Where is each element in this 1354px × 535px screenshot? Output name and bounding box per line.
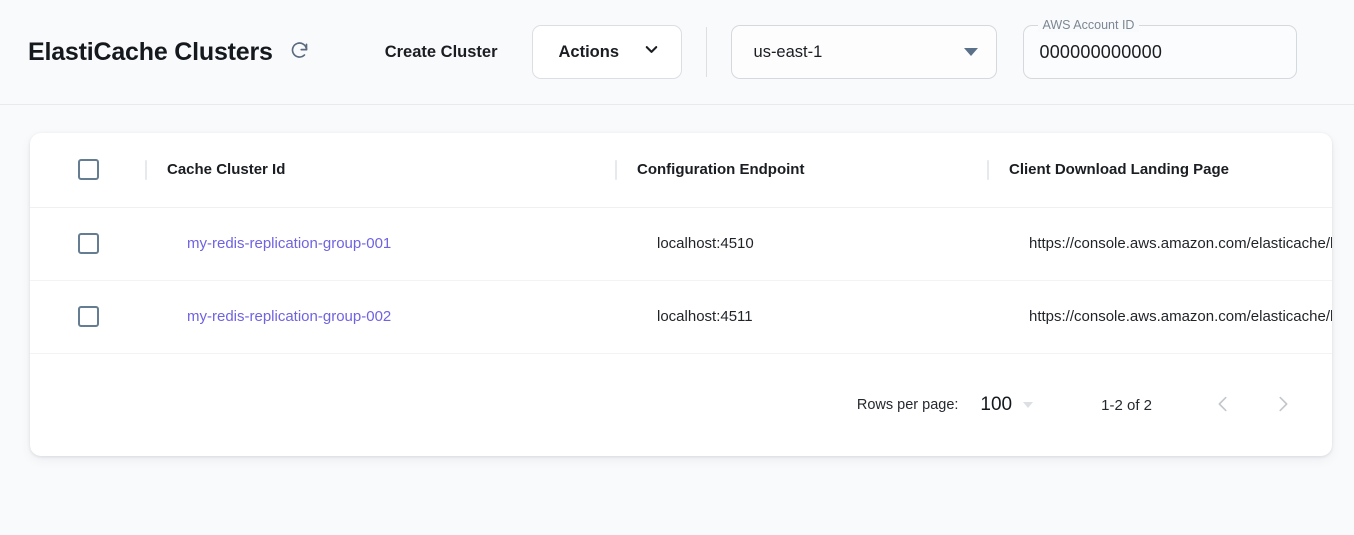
aws-account-id-label: AWS Account ID xyxy=(1037,18,1140,32)
clusters-card: Cache Cluster Id Configuration Endpoint … xyxy=(30,133,1332,456)
create-cluster-button[interactable]: Create Cluster xyxy=(384,42,498,61)
previous-page-button[interactable] xyxy=(1200,382,1246,428)
chevron-right-icon xyxy=(1272,393,1294,418)
table-row[interactable]: my-redis-replication-group-002 localhost… xyxy=(30,280,1332,354)
rows-per-page-caret-icon[interactable] xyxy=(1023,402,1034,408)
region-select-value: us-east-1 xyxy=(753,42,823,61)
rows-per-page-label: Rows per page: xyxy=(856,397,959,413)
header-cell-landing-page[interactable]: Client Download Landing Page xyxy=(987,133,1332,208)
header-cell-config-endpoint[interactable]: Configuration Endpoint xyxy=(615,133,987,208)
aws-account-id-value: 000000000000 xyxy=(1039,41,1163,62)
cell-config-endpoint: localhost:4510 xyxy=(615,207,987,281)
row-checkbox[interactable] xyxy=(78,306,99,327)
config-endpoint-value: localhost:4510 xyxy=(657,235,754,252)
chevron-left-icon xyxy=(1212,393,1234,418)
rows-per-page-value[interactable]: 100 xyxy=(980,394,1013,415)
header-cell-cluster-id[interactable]: Cache Cluster Id xyxy=(145,133,615,208)
cell-cluster-id: my-redis-replication-group-002 xyxy=(145,280,615,354)
region-select[interactable]: us-east-1 xyxy=(730,25,997,79)
column-separator xyxy=(145,159,147,180)
select-all-checkbox[interactable] xyxy=(78,159,99,181)
row-checkbox[interactable] xyxy=(78,233,99,254)
cell-landing-page: https://console.aws.amazon.com/elasticac… xyxy=(987,207,1332,281)
cell-cluster-id: my-redis-replication-group-001 xyxy=(145,207,615,281)
landing-page-value: https://console.aws.amazon.com/elasticac… xyxy=(1029,235,1332,252)
row-select-cell xyxy=(30,280,145,354)
page-title: ElastiCache Clusters xyxy=(28,37,273,66)
cell-landing-page: https://console.aws.amazon.com/elasticac… xyxy=(987,280,1332,354)
header-label-config-endpoint: Configuration Endpoint xyxy=(637,161,805,179)
cluster-id-link[interactable]: my-redis-replication-group-002 xyxy=(187,308,392,325)
aws-account-id-field[interactable]: AWS Account ID 000000000000 xyxy=(1022,18,1297,79)
table-scroll-container[interactable]: Cache Cluster Id Configuration Endpoint … xyxy=(30,133,1332,354)
table-header-row: Cache Cluster Id Configuration Endpoint … xyxy=(30,133,1332,208)
chevron-down-icon xyxy=(642,40,661,64)
cell-config-endpoint: localhost:4511 xyxy=(615,280,987,354)
header-label-cluster-id: Cache Cluster Id xyxy=(167,161,286,179)
header-label-landing-page: Client Download Landing Page xyxy=(1009,161,1230,179)
caret-down-icon xyxy=(963,48,978,56)
actions-button[interactable]: Actions xyxy=(531,25,682,79)
cluster-id-link[interactable]: my-redis-replication-group-001 xyxy=(187,235,392,252)
refresh-icon xyxy=(289,40,310,64)
toolbar: ElastiCache Clusters Create Cluster Acti… xyxy=(0,0,1354,105)
column-separator xyxy=(615,159,617,180)
clusters-table: Cache Cluster Id Configuration Endpoint … xyxy=(30,133,1332,354)
row-select-cell xyxy=(30,207,145,281)
table-row[interactable]: my-redis-replication-group-001 localhost… xyxy=(30,207,1332,281)
config-endpoint-value: localhost:4511 xyxy=(657,308,753,325)
actions-label: Actions xyxy=(558,42,620,61)
toolbar-divider xyxy=(705,27,707,77)
pagination-bar: Rows per page: 100 1-2 of 2 xyxy=(30,354,1332,456)
header-cell-select xyxy=(30,133,145,208)
refresh-button[interactable] xyxy=(283,35,317,69)
pagination-range-label: 1-2 of 2 xyxy=(1101,396,1152,414)
landing-page-value: https://console.aws.amazon.com/elasticac… xyxy=(1029,308,1332,325)
next-page-button[interactable] xyxy=(1260,382,1306,428)
column-separator xyxy=(987,159,989,180)
